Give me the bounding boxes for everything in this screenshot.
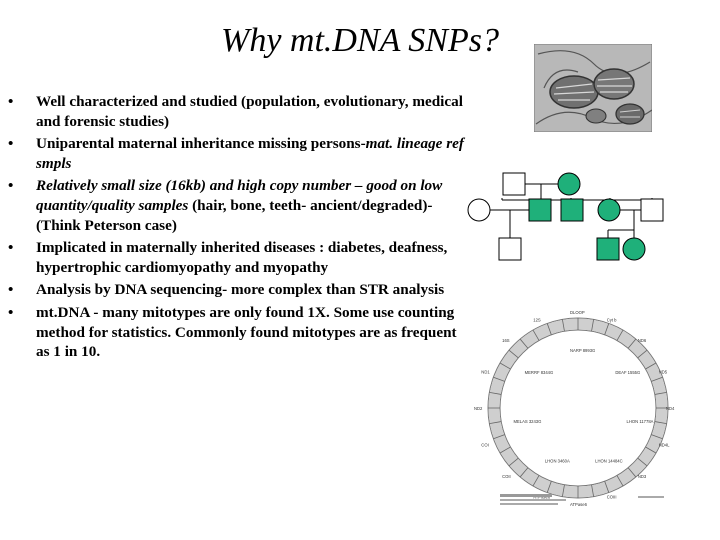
mito-gene-label: LHON 14484C	[595, 458, 622, 463]
mito-gene-label: COII	[502, 474, 511, 479]
mito-gene-label: ATPase8	[533, 495, 551, 500]
mito-gene-label: 12S	[533, 317, 541, 322]
bullet-text: mat. lineage ref smpls	[36, 135, 464, 172]
bullet-dot: •	[8, 303, 14, 321]
mito-gene-label: LHON 11778A	[627, 419, 654, 424]
bullet-dot: •	[8, 239, 14, 257]
pedigree-male-unaffected	[498, 237, 522, 261]
bullet-item: • Analysis by DNA sequencing- more comple…	[8, 280, 468, 300]
mito-gene-label: MELAS 3243G	[513, 419, 541, 424]
mito-gene-label: ND6	[638, 338, 647, 343]
mito-gene-label: LHON 3460A	[545, 458, 570, 463]
pedigree-male-affected	[596, 237, 620, 261]
mito-gene-label: DLOOP	[570, 310, 585, 315]
bullet-text: mt.DNA - many mitotypes are only found 1…	[36, 303, 457, 361]
bullet-text: Well characterized and studied (populati…	[36, 93, 463, 130]
mito-gene-label: DEAF 1555G	[615, 370, 640, 375]
bullet-text: Uniparental maternal inheritance missing…	[36, 135, 366, 153]
pedigree-female-affected	[557, 172, 581, 196]
mito-gene-label: ATPase6	[570, 502, 588, 507]
bullet-list: • Well characterized and studied (populat…	[8, 92, 468, 365]
bullet-dot: •	[8, 93, 14, 110]
mito-gene-label: COI	[481, 443, 488, 448]
bullet-dot: •	[8, 177, 14, 195]
mito-gene-label: ND4	[666, 406, 675, 411]
pedigree-female-affected	[597, 198, 621, 222]
slide-title: Why mt.DNA SNPs?	[221, 22, 499, 59]
mito-gene-label: ND5	[659, 369, 668, 374]
pedigree-male-affected	[528, 198, 552, 222]
bullet-text: (hair, bone, teeth- ancient/degraded)-(T…	[36, 196, 433, 234]
mito-gene-label: ND4L	[659, 443, 670, 448]
pedigree-female-unaffected	[467, 198, 491, 222]
mito-gene-label: ND2	[474, 406, 483, 411]
pedigree-female-affected	[622, 237, 646, 261]
mitochondria-micrograph	[534, 44, 652, 132]
bullet-text: Implicated in maternally inherited disea…	[36, 239, 448, 276]
pedigree-male-unaffected	[640, 198, 664, 222]
bullet-item: • Uniparental maternal inheritance missin…	[8, 134, 468, 173]
bullet-dot: •	[8, 281, 14, 299]
bullet-item: • Relatively small size (16kb) and high c…	[8, 176, 468, 235]
bullet-text: Relatively small size (16kb) and high co…	[36, 177, 443, 214]
bullet-dot: •	[8, 135, 14, 153]
mito-gene-label: COIII	[607, 495, 617, 500]
bullet-item: • mt.DNA - many mitotypes are only found …	[8, 303, 468, 362]
pedigree-male-affected	[560, 198, 584, 222]
mito-gene-label: ND3	[638, 474, 647, 479]
mito-gene-label: NARP 8993G	[570, 348, 595, 353]
pedigree-male-unaffected	[502, 172, 526, 196]
bullet-item: • Well characterized and studied (populat…	[8, 92, 468, 131]
mito-gene-label: 16S	[502, 338, 510, 343]
bullet-text: Analysis by DNA sequencing- more complex…	[36, 281, 445, 299]
mito-gene-label: Cyt b	[607, 317, 617, 322]
mito-gene-label: MERRF 8344G	[525, 370, 554, 375]
pedigree-chart	[467, 172, 664, 261]
bullet-item: • Implicated in maternally inherited dise…	[8, 238, 468, 277]
mito-gene-label: ND1	[481, 369, 490, 374]
